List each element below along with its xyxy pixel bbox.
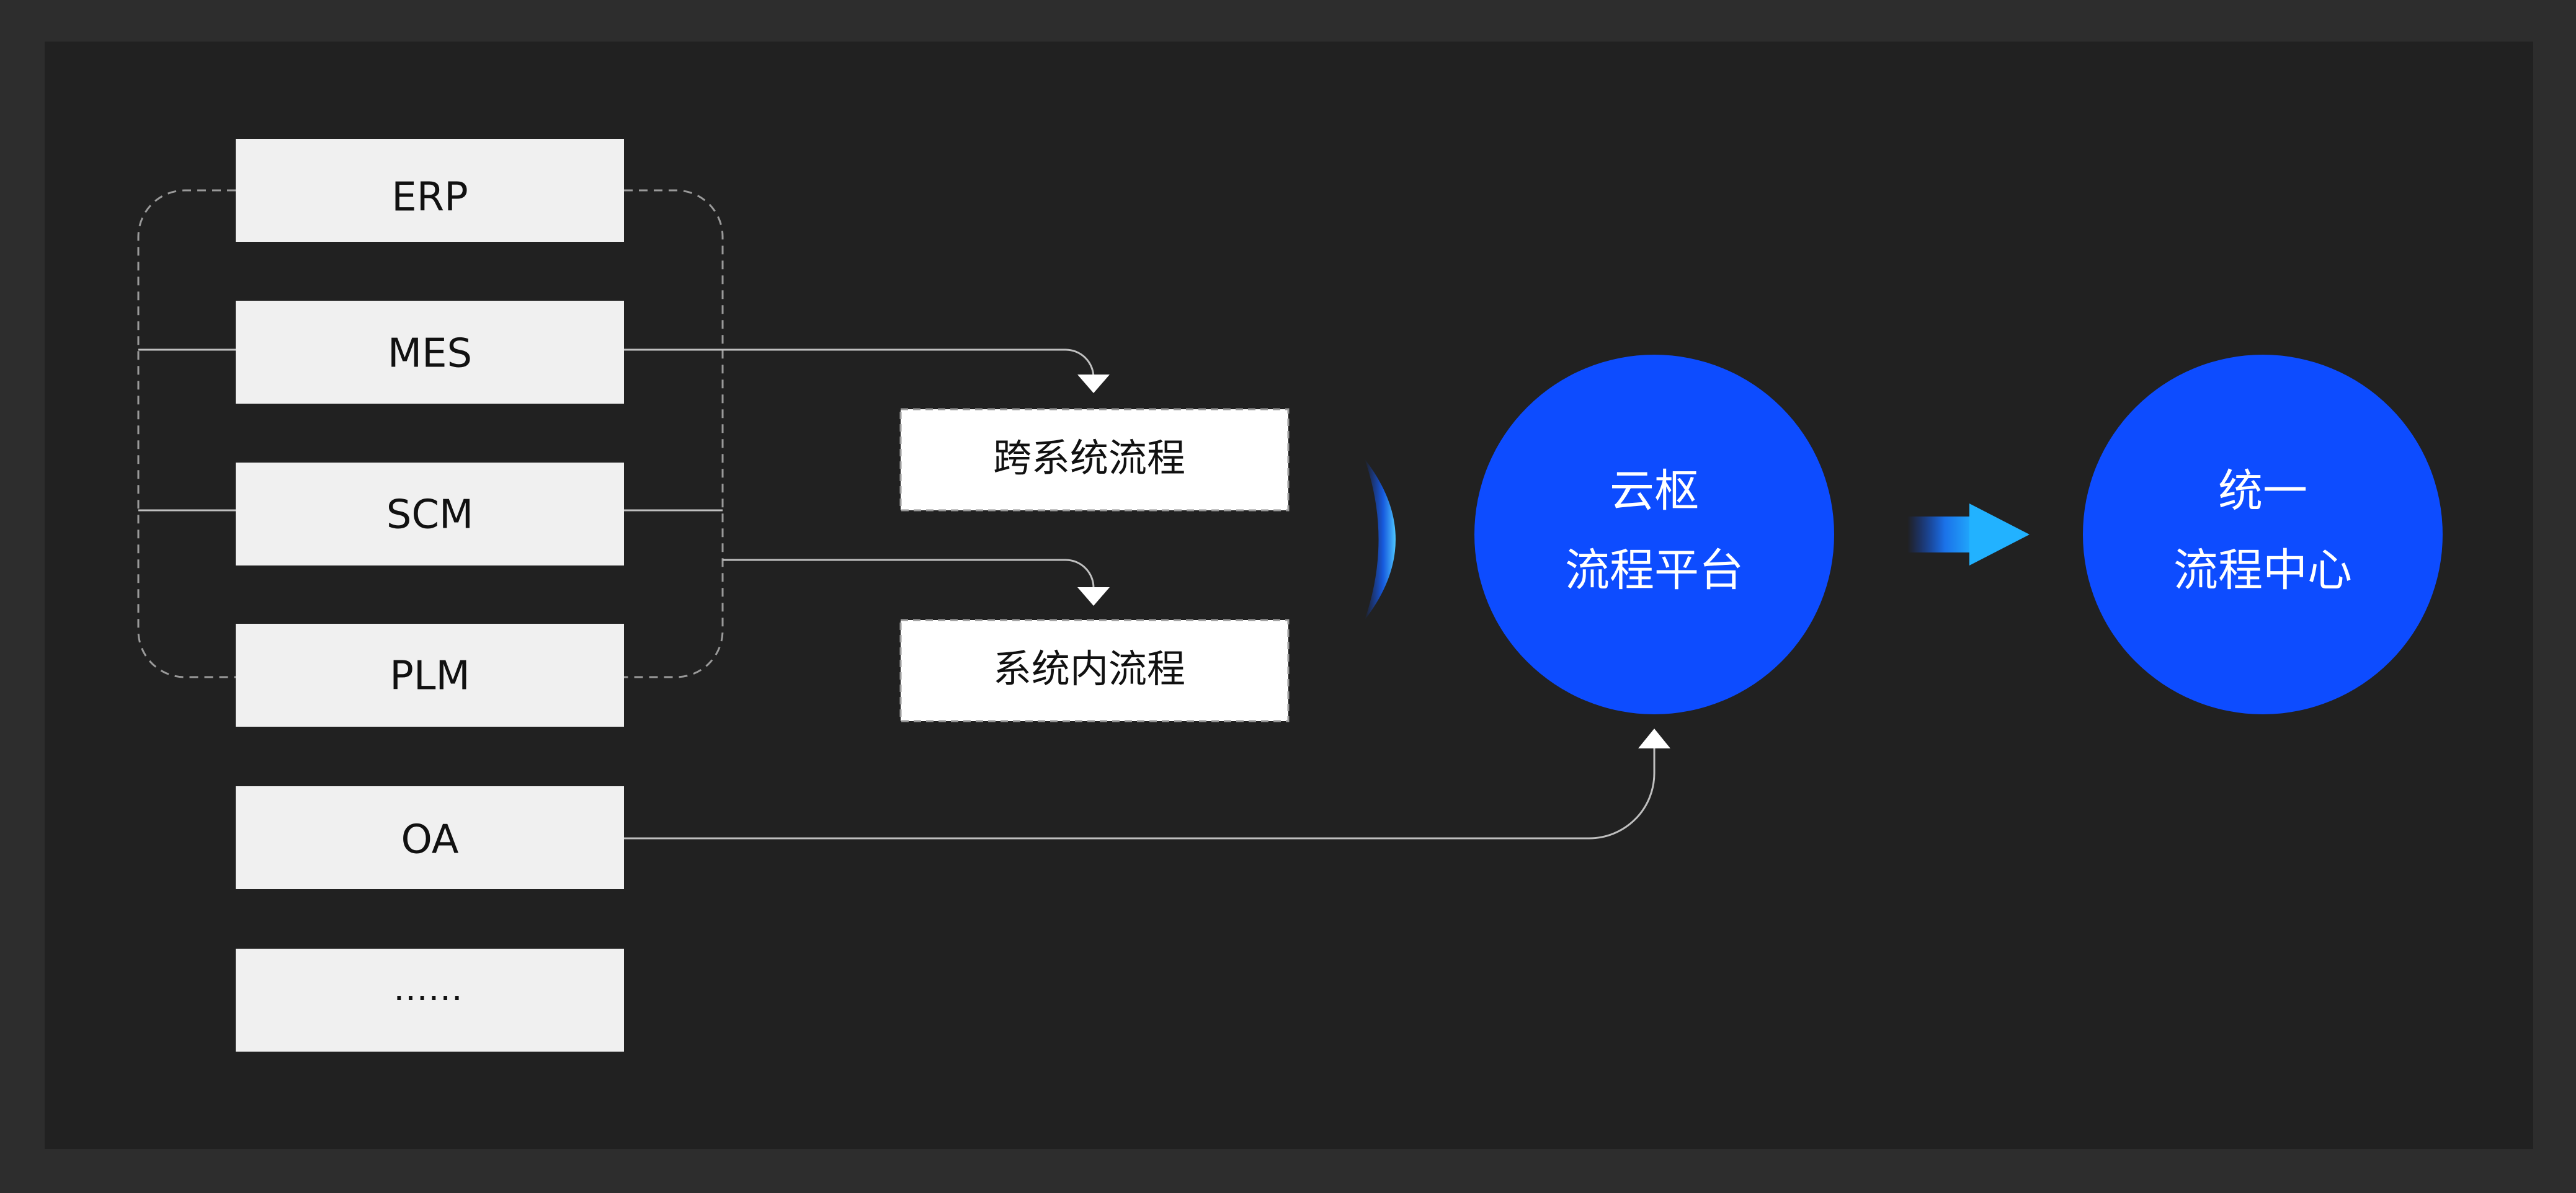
system-box-oa: OA bbox=[236, 786, 624, 889]
intra-system-process-box: 系统内流程 bbox=[899, 619, 1290, 722]
system-label-more: …… bbox=[393, 969, 463, 1009]
center-label-line2: 流程中心 bbox=[2173, 544, 2352, 596]
system-box-more: …… bbox=[236, 949, 624, 1052]
system-box-scm: SCM bbox=[236, 463, 624, 565]
platform-label-line1: 云枢 bbox=[1610, 465, 1699, 517]
oa-to-platform-connector bbox=[624, 744, 1656, 840]
group-bracket-right bbox=[624, 189, 724, 678]
system-label-scm: SCM bbox=[386, 492, 474, 538]
system-label-oa: OA bbox=[401, 817, 458, 863]
platform-label-line2: 流程平台 bbox=[1565, 544, 1744, 596]
system-box-erp: ERP bbox=[236, 139, 624, 242]
arrow-right-icon bbox=[1907, 503, 2030, 565]
arrow-up-icon bbox=[1638, 729, 1670, 748]
arrow-down-icon bbox=[1077, 587, 1110, 606]
center-label-line1: 统一 bbox=[2218, 465, 2307, 517]
system-label-erp: ERP bbox=[391, 175, 468, 221]
system-label-mes: MES bbox=[388, 331, 472, 377]
group-bracket-left bbox=[137, 189, 236, 678]
lens-icon bbox=[1365, 459, 1396, 620]
process-center-circle: 统一 流程中心 bbox=[2083, 355, 2443, 714]
system-label-plm: PLM bbox=[390, 654, 470, 699]
to-intra-system-connector bbox=[723, 559, 1095, 589]
system-box-mes: MES bbox=[236, 301, 624, 404]
cross-system-process-box: 跨系统流程 bbox=[899, 408, 1290, 512]
system-box-plm: PLM bbox=[236, 624, 624, 727]
cross-system-process-label: 跨系统流程 bbox=[993, 435, 1185, 481]
intra-system-process-label: 系统内流程 bbox=[993, 646, 1185, 691]
platform-circle: 云枢 流程平台 bbox=[1474, 355, 1834, 714]
arrow-down-icon bbox=[1077, 375, 1110, 393]
